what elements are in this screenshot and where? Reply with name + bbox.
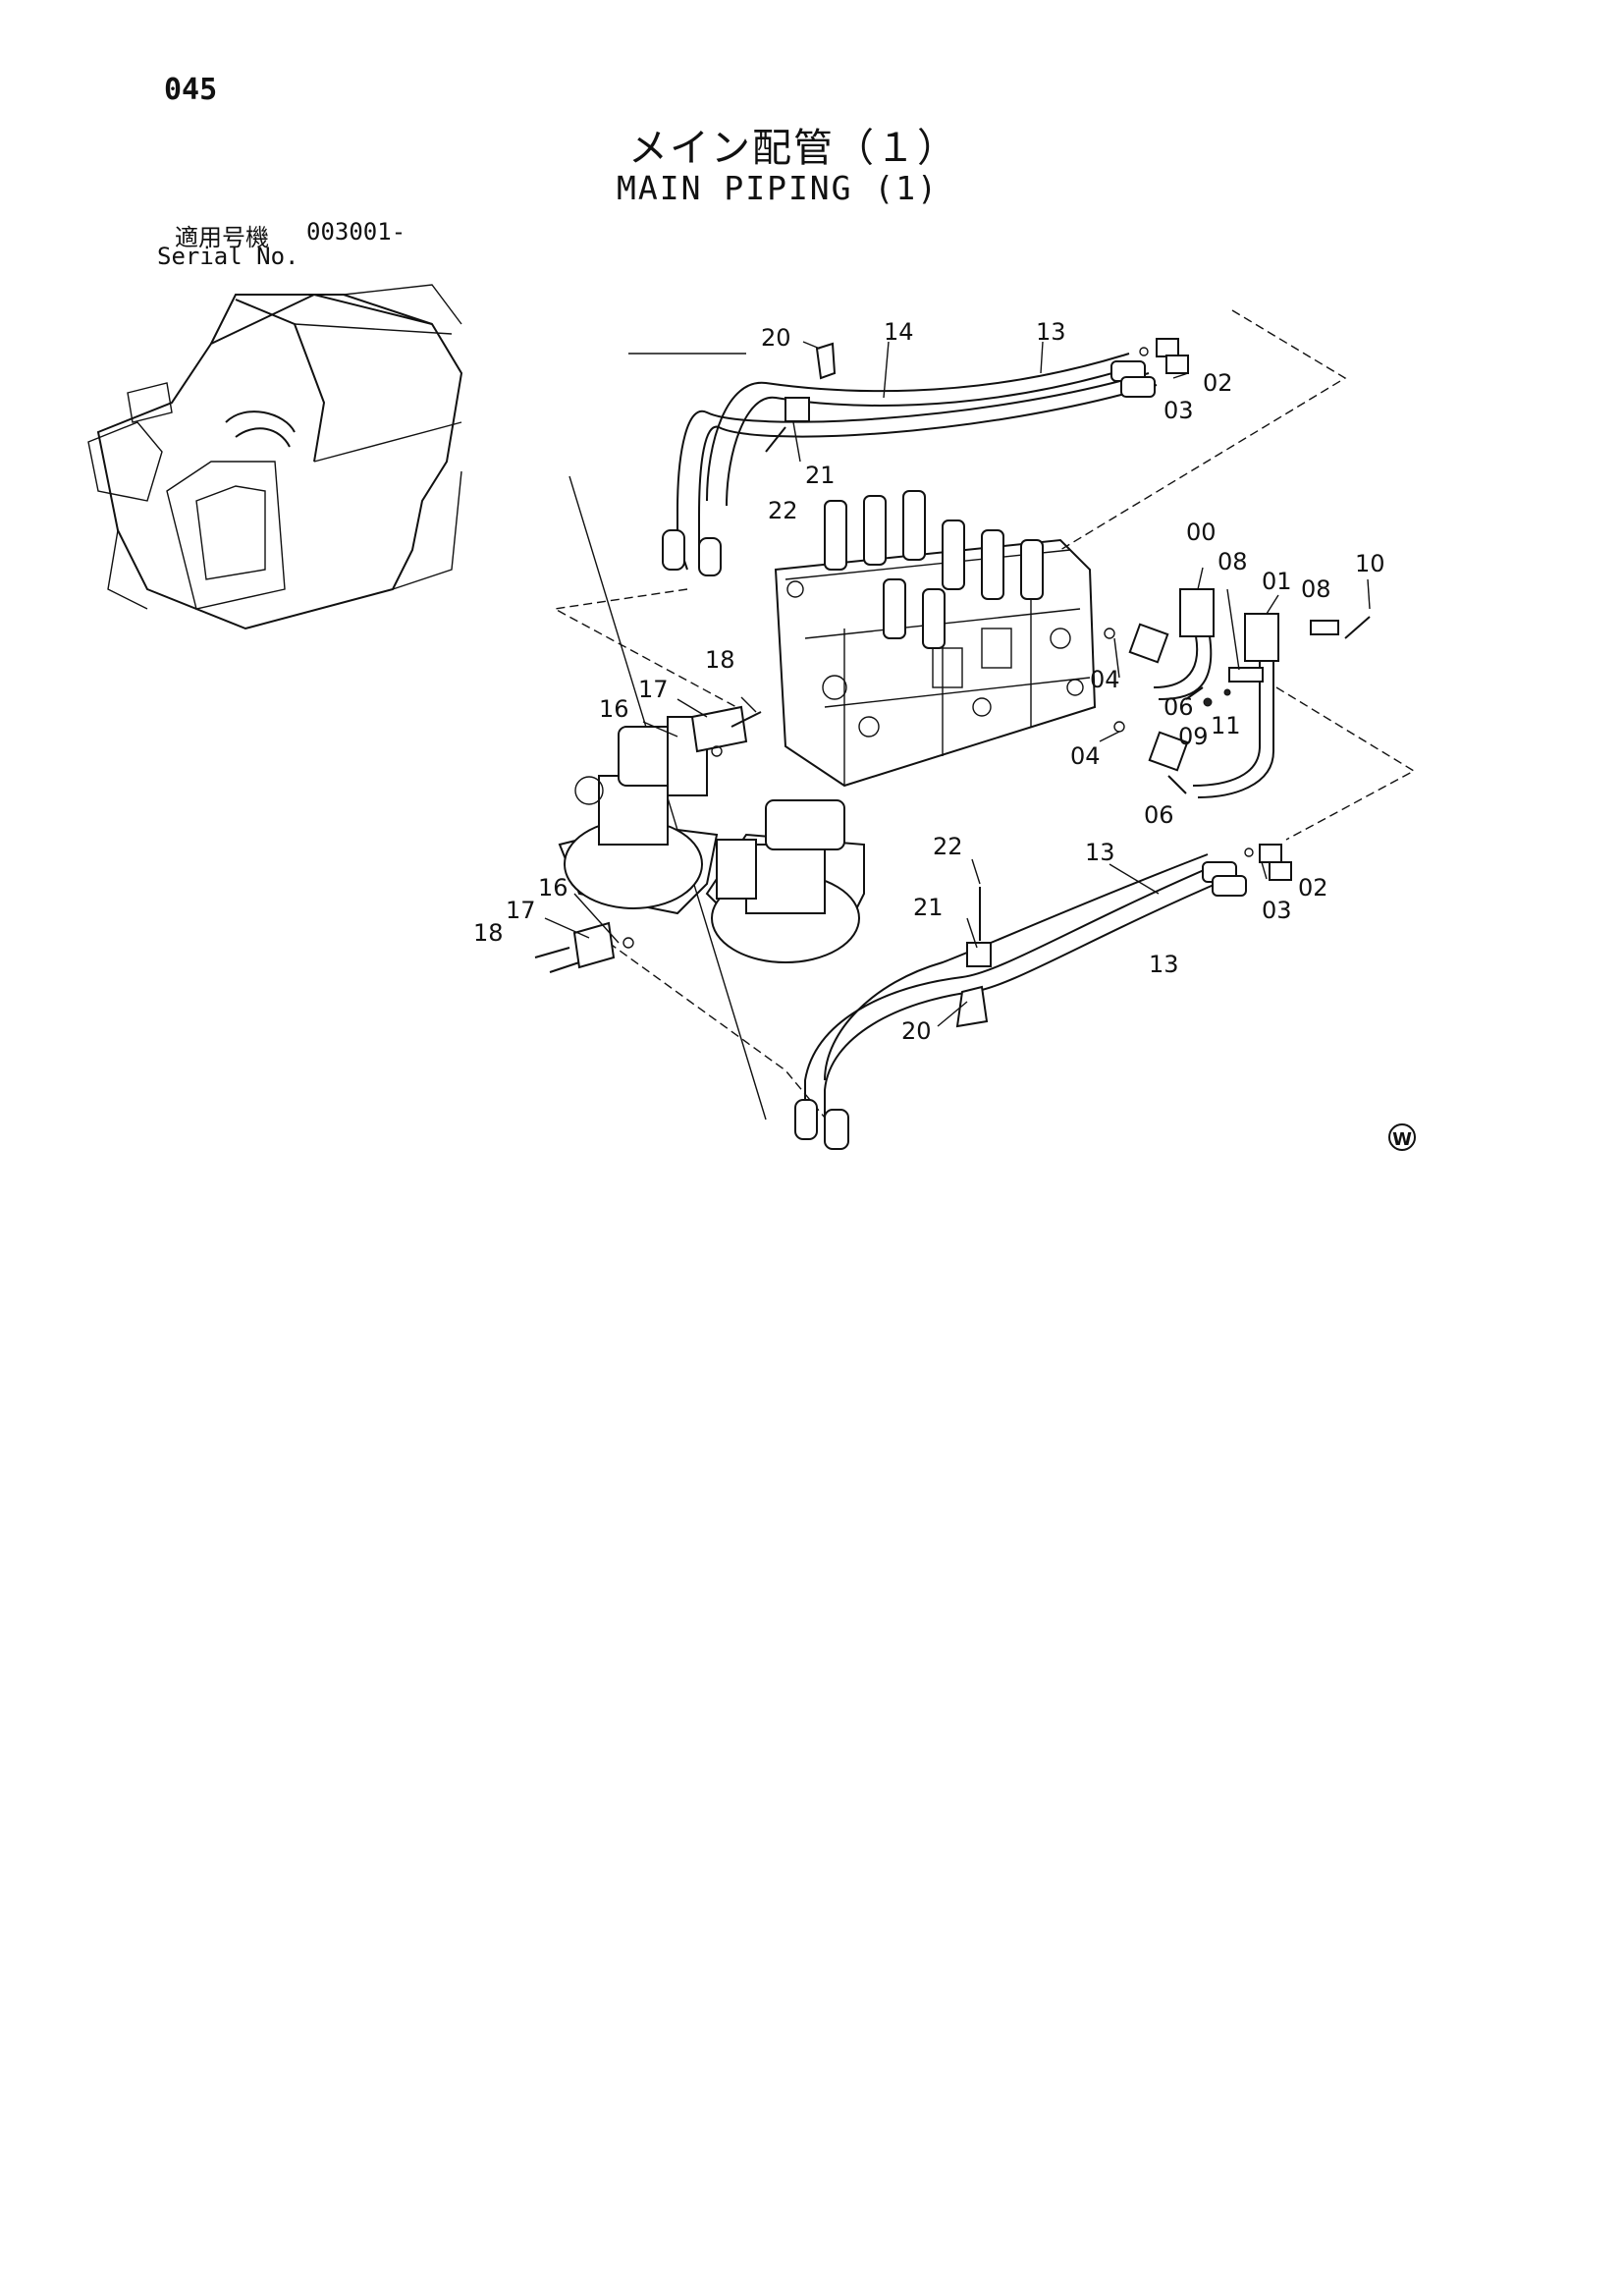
callout-label: 20 <box>901 1017 932 1045</box>
hose-end-fitting <box>824 1109 849 1150</box>
callout-label: 13 <box>1149 951 1179 978</box>
callout-label: 17 <box>506 897 536 924</box>
page-number: 045 <box>164 73 218 107</box>
callout-label: 21 <box>805 462 836 489</box>
adapter-02 <box>1165 355 1189 374</box>
serial-number-value: 003001- <box>306 218 406 246</box>
callout-label: 22 <box>933 833 963 860</box>
flange-06 <box>1148 731 1189 772</box>
upper-hose-assembly <box>662 338 1189 576</box>
hose-end-fitting <box>794 1099 818 1140</box>
flange-17 <box>690 705 748 753</box>
swing-motor-assembly <box>534 705 865 973</box>
callout-label: 18 <box>705 646 735 674</box>
callout-label: 20 <box>761 324 791 352</box>
callout-label: 06 <box>1144 801 1174 829</box>
bracket-20 <box>955 985 989 1028</box>
flange-06 <box>1128 623 1169 664</box>
callout-label: 03 <box>1163 397 1194 424</box>
lower-hose-assembly <box>794 844 1292 1150</box>
bolt-18 <box>730 711 762 728</box>
callout-label: 13 <box>1085 839 1115 866</box>
clamp-21 <box>966 942 992 967</box>
callout-label: 01 <box>1262 568 1292 595</box>
plate-08 <box>1228 667 1264 683</box>
hose-end-fitting <box>662 529 685 571</box>
plate-08 <box>1310 620 1339 635</box>
callout-label: 04 <box>1070 742 1101 770</box>
callout-label: 16 <box>599 695 629 723</box>
callout-label: 17 <box>638 676 669 703</box>
control-valve-assembly <box>774 490 1097 788</box>
callout-label: 03 <box>1262 897 1292 924</box>
callout-label: 11 <box>1211 712 1241 739</box>
main-piping-exploded-diagram: 20 14 13 02 03 21 22 00 08 01 08 10 18 1… <box>87 284 1416 1151</box>
pipe-block-01 <box>1244 613 1279 662</box>
right-pipe-assembly <box>1104 588 1371 798</box>
callout-label: 00 <box>1186 519 1217 546</box>
callout-label: 22 <box>768 497 798 524</box>
callout-label: 21 <box>913 894 944 921</box>
callout-label: 08 <box>1217 548 1248 575</box>
callout-label: 02 <box>1298 874 1328 902</box>
callout-label: 13 <box>1036 318 1066 346</box>
callout-leaders <box>544 341 1371 1027</box>
callout-label: 02 <box>1203 369 1233 397</box>
excavator-locator-illustration <box>87 284 463 630</box>
callout-label: 10 <box>1355 550 1385 577</box>
callout-label: 08 <box>1301 575 1331 603</box>
watermark-letter: W <box>1392 1129 1412 1150</box>
o-ring-03 <box>1244 847 1254 857</box>
bolt-18 <box>534 947 570 958</box>
callout-label: 09 <box>1178 723 1209 750</box>
page-title-japanese: メイン配管（１） <box>628 126 958 171</box>
circled-w-watermark: W <box>1388 1123 1416 1151</box>
callout-label: 06 <box>1163 693 1194 721</box>
hose-fitting <box>1212 875 1247 897</box>
callout-label: 14 <box>884 318 914 346</box>
bolt-22 <box>765 426 786 453</box>
adapter-02 <box>1259 844 1282 863</box>
hose-fitting <box>1120 376 1156 398</box>
flange-17 <box>572 921 616 969</box>
pipe-block-00 <box>1179 588 1215 637</box>
hose-end-fitting <box>698 537 722 576</box>
page-title-english: MAIN PIPING (1) <box>617 169 940 207</box>
serial-label-japanese: 適用号機 <box>175 224 269 251</box>
adapter-02 <box>1156 338 1179 357</box>
callout-label: 04 <box>1090 666 1120 693</box>
o-ring-03 <box>1139 347 1149 356</box>
callout-numbers: 20 14 13 02 03 21 22 00 08 01 08 10 18 1… <box>473 318 1385 1045</box>
clamp-21 <box>784 397 810 422</box>
callout-label: 18 <box>473 919 504 947</box>
bracket-20 <box>815 342 837 380</box>
callout-label: 16 <box>538 874 568 902</box>
adapter-02 <box>1269 861 1292 881</box>
serial-label-english: Serial No. <box>157 243 299 270</box>
bolt-10 <box>1344 616 1371 639</box>
